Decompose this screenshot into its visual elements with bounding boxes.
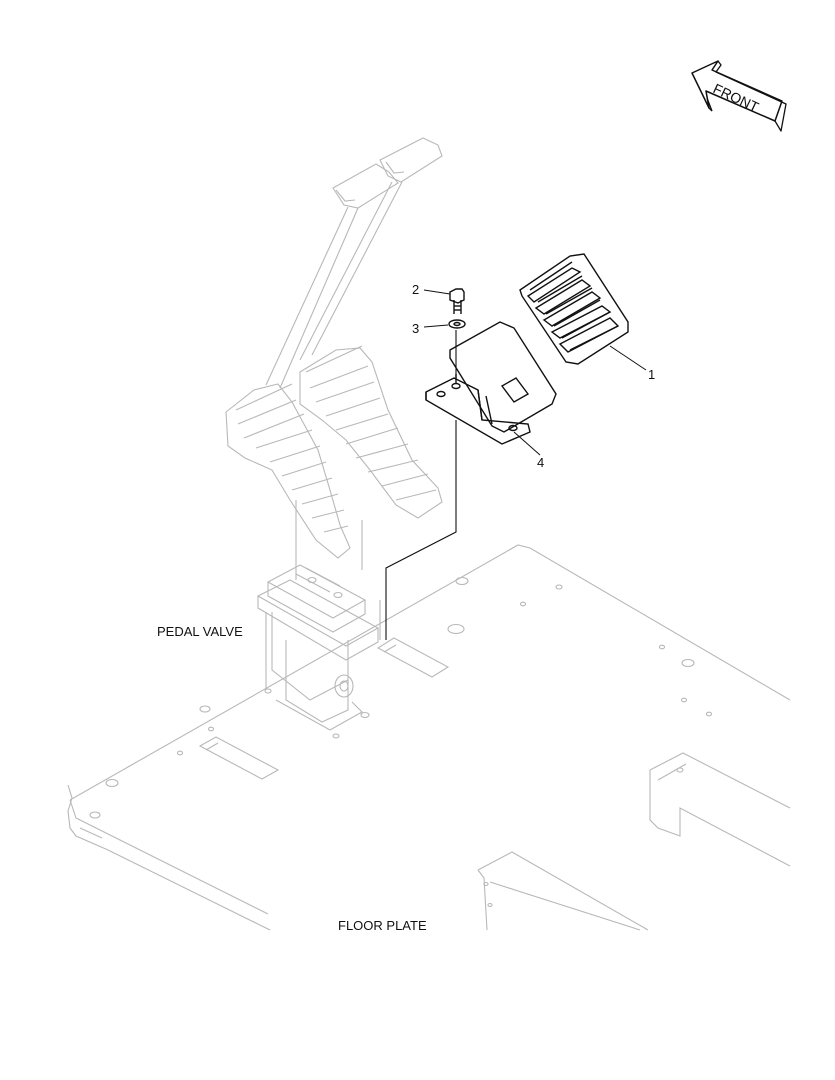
floor-plate-label: FLOOR PLATE [338,918,427,933]
front-arrow-icon: FRONT [691,60,787,132]
callout-3: 3 [412,321,419,336]
travel-lever-and-pedals [225,137,443,690]
part-3-washer [448,319,466,329]
callout-2: 2 [412,282,419,297]
part-2-bolt [449,288,465,314]
pedal-valve [256,564,380,731]
floor-plate [67,544,791,931]
pedal-valve-label: PEDAL VALVE [157,624,243,639]
callout-4: 4 [537,455,544,470]
callout-1: 1 [648,367,655,382]
pedal-parts-highlighted [385,253,629,640]
part-4-bracket [425,321,557,445]
floor-plate-holes [89,576,713,908]
callout-leaders [423,289,647,456]
part-1-pedal-pad [519,253,629,365]
